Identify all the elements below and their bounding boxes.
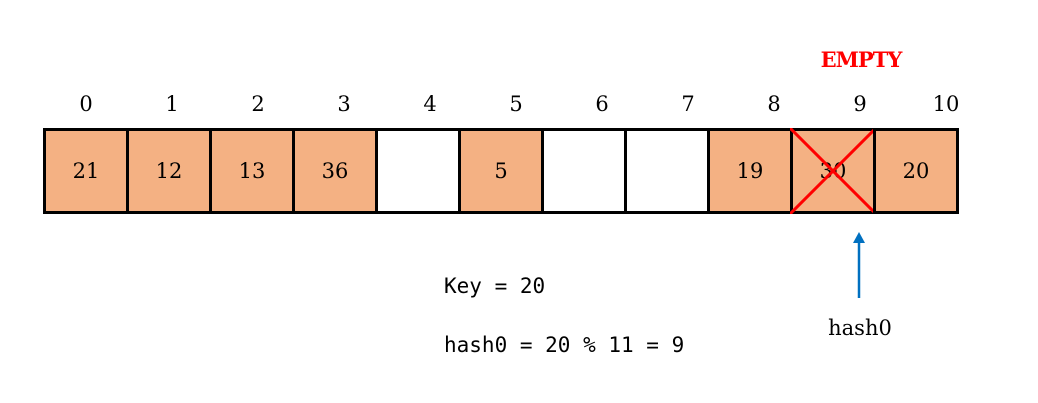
deleted-cross-icon	[790, 128, 876, 214]
hash-slot	[541, 128, 627, 214]
hash-slot: 19	[707, 128, 793, 214]
slot-value: 5	[494, 159, 508, 183]
index-label: 9	[853, 92, 867, 116]
slot-value: 12	[155, 159, 183, 183]
slot-value: 20	[902, 159, 930, 183]
hash-slot: 36	[292, 128, 378, 214]
index-label: 2	[251, 92, 265, 116]
pointer-label: hash0	[828, 316, 892, 340]
hash-slot	[624, 128, 710, 214]
up-arrow-icon	[853, 232, 865, 298]
hash-slot-deleted: 30	[790, 128, 876, 214]
hash-slot: 5	[458, 128, 544, 214]
key-calculation: Key = 20	[444, 274, 546, 298]
index-label: 0	[79, 92, 93, 116]
hash-table-slots: 21 12 13 36 5 19 30 20	[43, 128, 989, 214]
hash-slot: 13	[209, 128, 295, 214]
hash-slot: 21	[43, 128, 129, 214]
slot-value: 36	[321, 159, 349, 183]
index-label: 4	[423, 92, 437, 116]
index-label: 6	[595, 92, 609, 116]
slot-value: 19	[736, 159, 764, 183]
arrow-head	[853, 232, 865, 243]
index-row: 0 1 2 3 4 5 6 7 8 9 10	[43, 90, 989, 118]
hash-slot	[375, 128, 461, 214]
hash-calculation: hash0 = 20 % 11 = 9	[444, 333, 685, 357]
index-label: 7	[681, 92, 695, 116]
slot-value: 13	[238, 159, 266, 183]
slot-value: 21	[72, 159, 100, 183]
index-label: 5	[509, 92, 523, 116]
index-label: 10	[932, 92, 960, 116]
index-label: 1	[165, 92, 179, 116]
index-label: 8	[767, 92, 781, 116]
empty-status-label: EMPTY	[820, 47, 903, 72]
hash-slot: 20	[873, 128, 959, 214]
index-label: 3	[337, 92, 351, 116]
hash-slot: 12	[126, 128, 212, 214]
cross-line	[790, 128, 876, 214]
